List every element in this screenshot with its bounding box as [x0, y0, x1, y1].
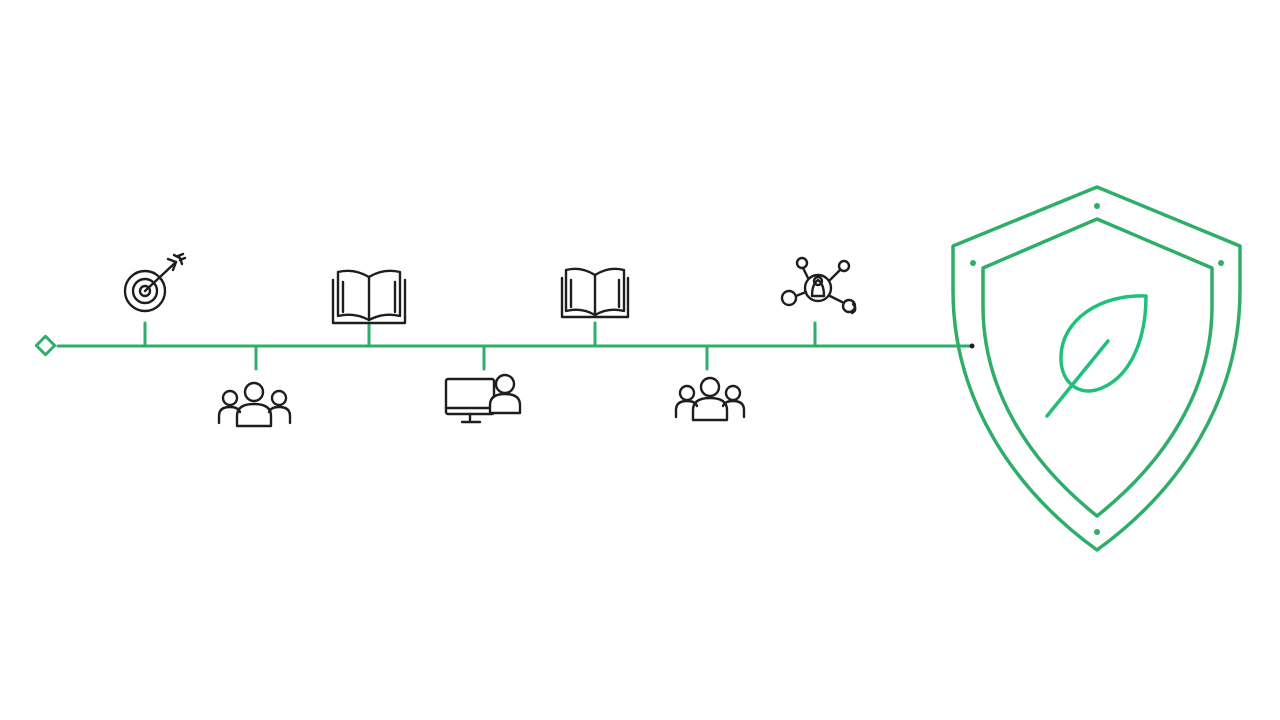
target-icon	[123, 252, 187, 313]
book-icon	[331, 269, 407, 325]
shield-rivets	[970, 203, 1224, 535]
shield-inner	[981, 217, 1214, 518]
timeline-ticks	[143, 321, 817, 371]
team-icon	[217, 381, 292, 428]
network-icon	[780, 256, 857, 315]
shield-leaf-icon	[951, 185, 1242, 552]
timeline-start-marker	[34, 334, 57, 357]
computer-user-icon	[444, 373, 522, 424]
team-icon-2	[674, 376, 746, 422]
timeline-arrow-dot	[969, 343, 975, 349]
book-icon-2	[560, 267, 630, 319]
shield-outer	[951, 185, 1242, 552]
leaf-icon	[1045, 294, 1148, 418]
